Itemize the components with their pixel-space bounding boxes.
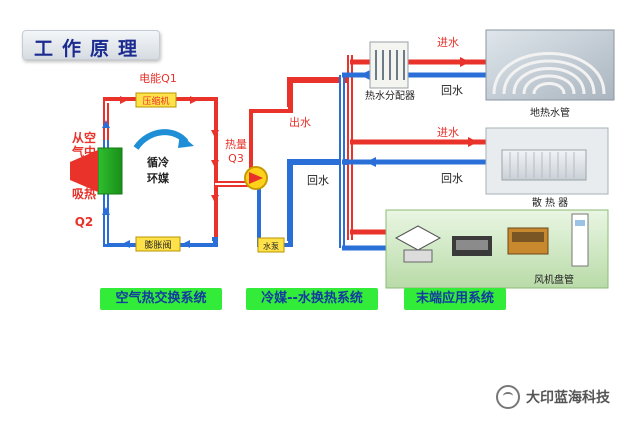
compressor-box (135, 92, 177, 108)
ducted-unit-icon (452, 236, 492, 256)
circulation-arrow-head (178, 134, 194, 148)
page-title: 工作原理 (34, 38, 147, 60)
floor-heating-label: 地热水管 (530, 106, 570, 119)
arrow-down-icon (211, 130, 219, 138)
evaporator-block (97, 147, 123, 195)
source-label-3: 吸热 (72, 186, 96, 201)
source-label-q: Q2 (75, 215, 94, 229)
arrow-down-icon (211, 160, 219, 168)
air-inflow-arrow (70, 150, 98, 192)
refrigerant-label-2: 环媒 (147, 171, 170, 185)
energy-label: 电能Q1 (139, 71, 177, 85)
out-water-main-label: 出水 (289, 115, 311, 129)
arrow-left-icon (360, 70, 370, 80)
return-water-top-label: 回水 (441, 84, 463, 97)
arrow-left-icon (182, 240, 190, 248)
wechat-icon (496, 385, 520, 409)
return-water-main-label: 回水 (307, 174, 329, 187)
radiator-body (501, 149, 587, 181)
radiator-fins (509, 152, 575, 178)
arrow-up-icon (102, 207, 110, 215)
heat-label-1: 热量 (225, 138, 247, 151)
water-pump-box (257, 237, 285, 253)
system-label-refrigerant-water: 冷媒--水换热系统 (246, 288, 378, 310)
exchanger-triangle-icon (249, 172, 263, 184)
source-label-2: 气中 (71, 144, 96, 159)
manifold-valves (375, 50, 405, 80)
loop-arrows (102, 96, 219, 248)
compressor-label: 压缩机 (142, 95, 169, 107)
arrow-right-icon (120, 96, 128, 104)
arrow-right-icon (190, 96, 198, 104)
arrow-right-icon (460, 57, 470, 67)
expansion-valve-label: 膨胀阀 (144, 239, 171, 251)
main-supply-pipes (339, 55, 353, 248)
source-label-1: 从空 (72, 130, 96, 145)
fan-coil-label: 风机盘管 (534, 273, 574, 286)
arrow-left-icon (122, 240, 130, 248)
diagram-labels: 从空 气中 吸热 Q2 电能Q1 压缩机 循冷 环媒 膨胀阀 热量 Q3 水泵 … (71, 36, 574, 286)
arrow-up-icon (102, 120, 110, 128)
title-banner (22, 30, 160, 60)
floor-unit-icon (507, 227, 549, 255)
in-water-mid-label: 进水 (437, 126, 459, 139)
refrigerant-label-1: 循冷 (147, 155, 169, 169)
fancoil-pipes (342, 229, 388, 251)
watermark: 大印蓝海科技 (496, 383, 610, 411)
return-water-mid-label: 回水 (441, 172, 463, 185)
radiator-pipes (342, 139, 486, 165)
system-label-terminal: 末端应用系统 (404, 288, 506, 310)
radiator-label: 散 热 器 (532, 196, 568, 209)
manifold-label: 热水分配器 (365, 89, 415, 102)
arrow-down-icon (211, 195, 219, 203)
watermark-text: 大印蓝海科技 (526, 390, 610, 406)
expansion-valve-box (135, 236, 181, 252)
floor-heating-coil (492, 52, 606, 95)
arrow-left-icon (366, 157, 376, 167)
system-label-air: 空气热交换系统 (100, 288, 222, 310)
cassette-unit-icon (394, 225, 442, 263)
arrow-right-icon (468, 137, 478, 147)
cabinet-unit-icon (571, 213, 589, 267)
in-water-top-label: 进水 (437, 36, 459, 49)
heat-label-2: Q3 (228, 152, 244, 165)
water-pump-label: 水泵 (263, 241, 279, 251)
